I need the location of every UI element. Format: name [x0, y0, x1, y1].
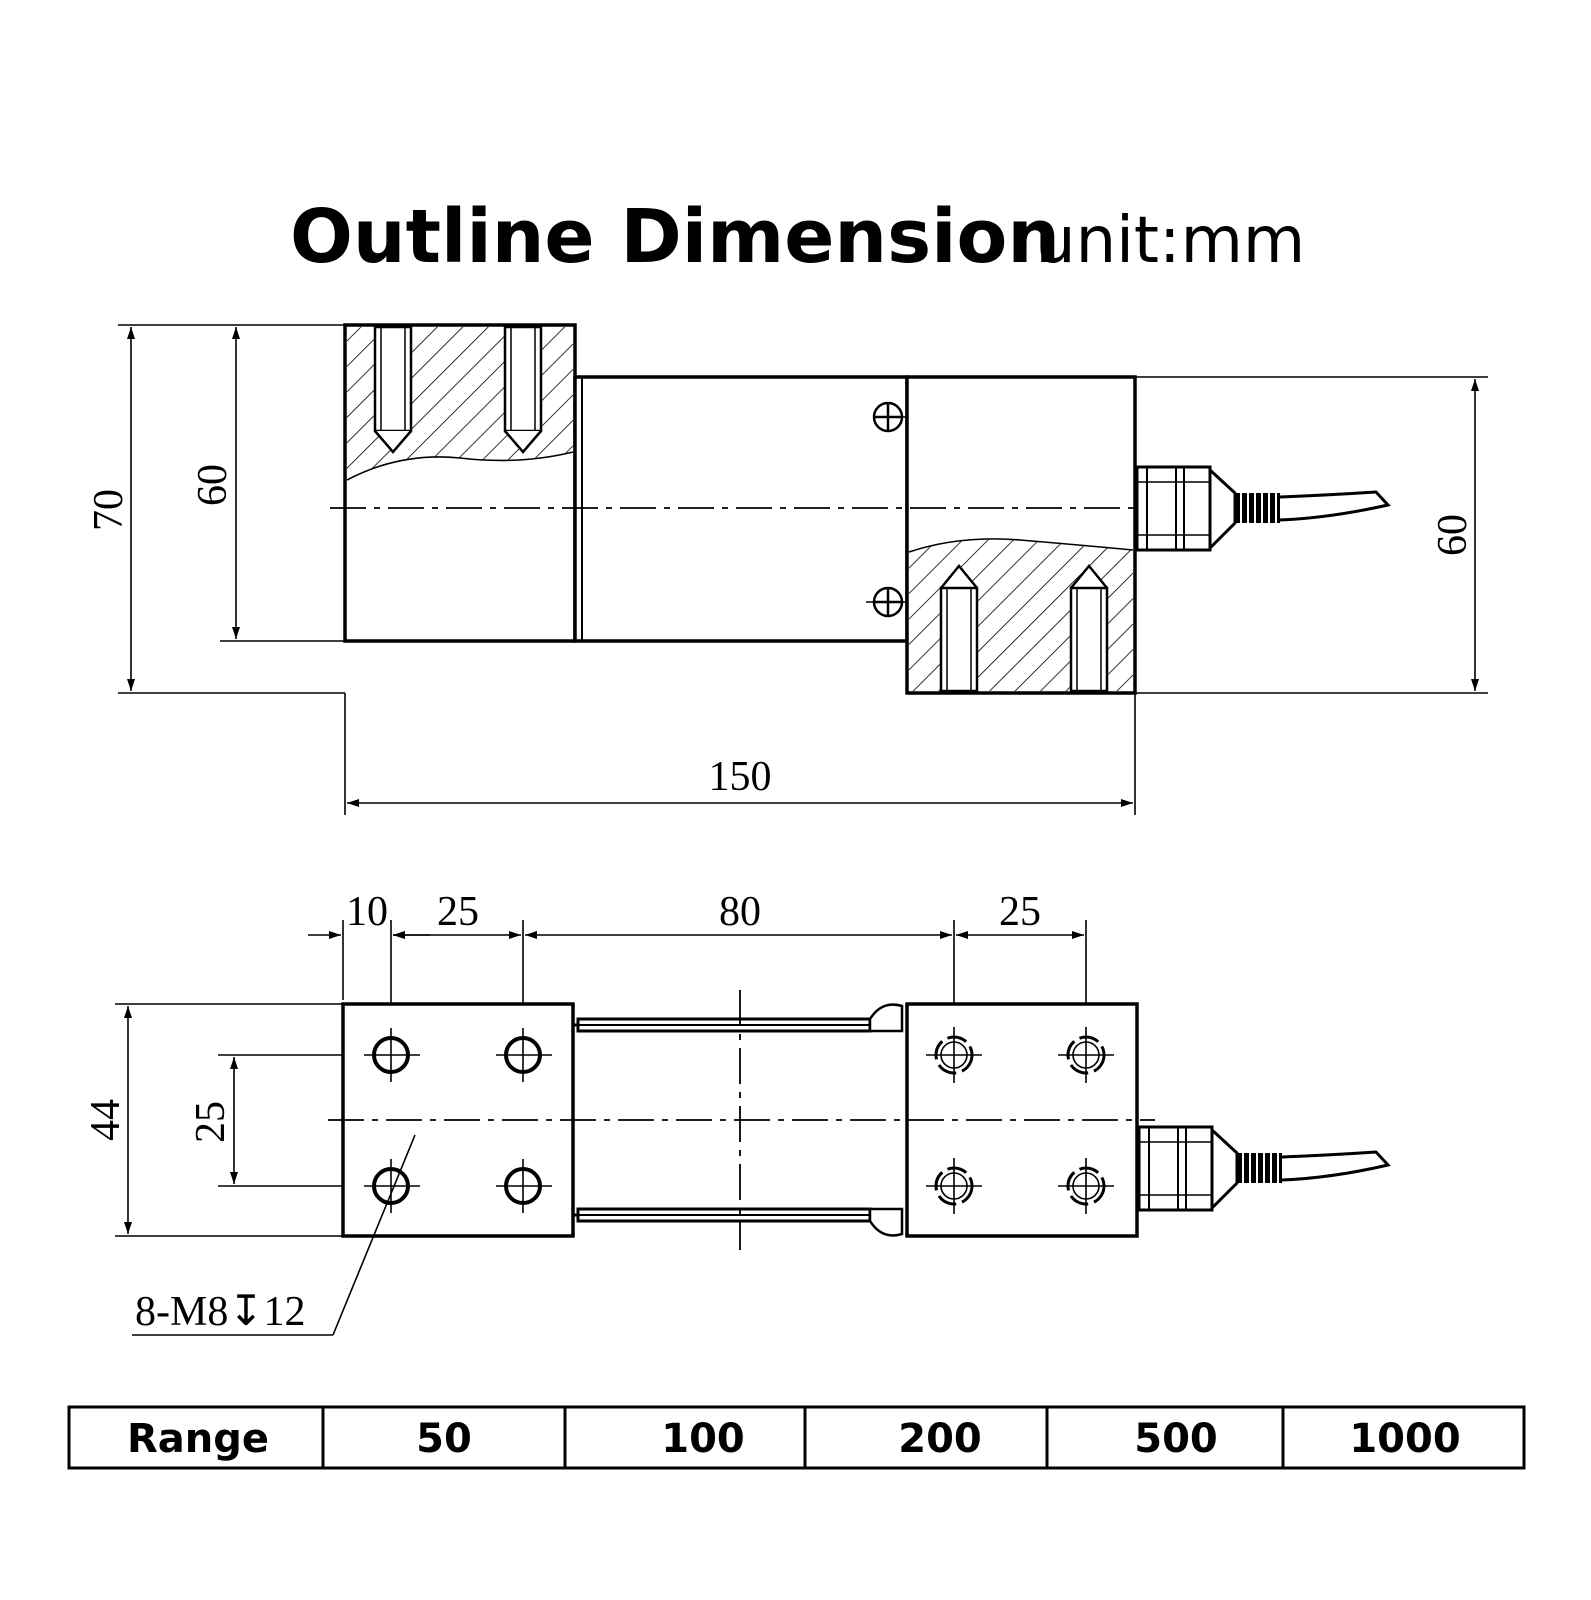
screw-icon [872, 401, 920, 433]
range-value: 500 [1134, 1416, 1218, 1462]
dim-hole-spacing-left: 25 [437, 889, 479, 935]
mounting-hole-icon [364, 1028, 420, 1082]
cable-connector [1135, 465, 1391, 552]
title-main: Outline Dimension [290, 194, 1060, 280]
title: Outline Dimension unit:mm [290, 194, 1305, 280]
screw-icon [866, 586, 920, 618]
range-cell [803, 1405, 1049, 1470]
dim-height-right: 60 [1430, 514, 1476, 556]
threaded-hole-icon [1058, 1027, 1114, 1083]
mounting-hole-icon [364, 1159, 420, 1213]
right-block-break-line [908, 538, 1134, 553]
sensor-beam [573, 1003, 904, 1237]
range-value: 1000 [1349, 1416, 1460, 1462]
cable-connector [1137, 1125, 1391, 1212]
range-value: 100 [661, 1416, 745, 1462]
dim-hole-spacing-vertical: 25 [188, 1101, 234, 1143]
mounting-hole-icon [496, 1159, 552, 1213]
dim-length: 150 [709, 754, 772, 800]
dim-hole-spacing-right: 25 [999, 889, 1041, 935]
range-table: Range 50 100 200 500 1000 [67, 1405, 1526, 1470]
range-header: Range [127, 1416, 269, 1462]
threaded-hole-icon [926, 1158, 982, 1214]
dim-center-span: 80 [719, 889, 761, 935]
thread-note-leader [332, 1134, 416, 1336]
sensor-body [573, 375, 909, 643]
dim-edge-offset: 10 [346, 889, 388, 935]
right-block-threaded-holes [939, 564, 1109, 693]
range-cell [1281, 1405, 1526, 1470]
side-view: 70 60 60 150 [86, 323, 1488, 815]
left-block-threaded-holes [373, 325, 543, 454]
range-header-cell [67, 1405, 325, 1470]
range-value: 200 [898, 1416, 982, 1462]
dim-width: 44 [83, 1099, 129, 1141]
dim-height-left: 60 [190, 464, 236, 506]
top-view: 10 25 80 25 44 25 [83, 889, 1391, 1336]
range-cell [1045, 1405, 1285, 1470]
threaded-hole-icon [926, 1027, 982, 1083]
range-cell [321, 1405, 567, 1470]
left-block-break-line [346, 451, 574, 481]
threaded-hole-icon [1058, 1158, 1114, 1214]
range-cell [563, 1405, 807, 1470]
mounting-hole-icon [496, 1028, 552, 1082]
range-value: 50 [416, 1416, 472, 1462]
dim-height-total: 70 [86, 489, 132, 531]
title-unit: unit:mm [1035, 204, 1305, 278]
thread-note: 8-M8↧12 [135, 1289, 306, 1335]
